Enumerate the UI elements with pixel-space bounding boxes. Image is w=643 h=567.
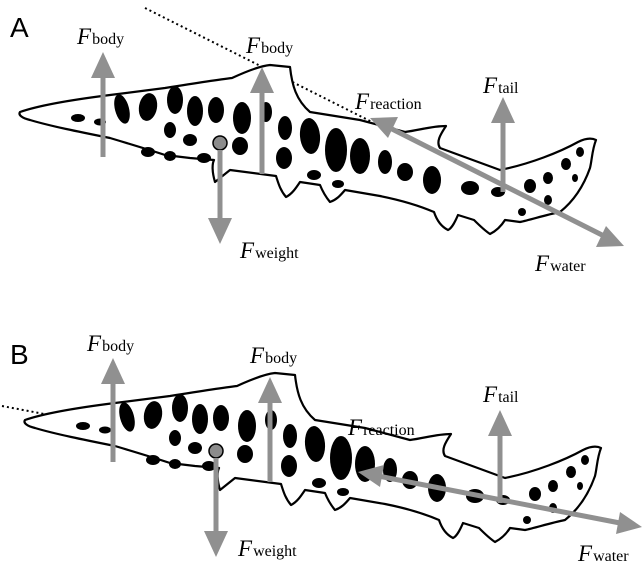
center-of-gravity-b [209, 444, 223, 458]
label-f-body-1: Fbody [76, 24, 124, 49]
svg-text:Fwater: Fwater [534, 251, 586, 276]
svg-text:Ftail: Ftail [482, 73, 519, 98]
label-f-reaction: Freaction [354, 89, 422, 114]
label-f-reaction: Freaction [347, 415, 415, 440]
svg-text:Fbody: Fbody [249, 343, 297, 368]
svg-text:Ftail: Ftail [482, 382, 519, 407]
svg-text:Freaction: Freaction [347, 415, 415, 440]
panel-letter-a: A [10, 12, 29, 43]
label-f-body-1: Fbody [86, 331, 134, 356]
svg-text:Fwater: Fwater [577, 541, 629, 566]
label-f-weight: Fweight [239, 238, 299, 263]
panel-b: B Fbody [2, 331, 642, 566]
label-f-tail: Ftail [482, 73, 519, 98]
label-f-weight: Fweight [237, 536, 297, 561]
svg-text:Fweight: Fweight [239, 238, 299, 263]
panel-a: A [10, 8, 624, 276]
label-f-body-2: Fbody [245, 33, 293, 58]
svg-text:Freaction: Freaction [354, 89, 422, 114]
label-f-tail: Ftail [482, 382, 519, 407]
label-f-water: Fwater [534, 251, 586, 276]
svg-text:Fbody: Fbody [245, 33, 293, 58]
svg-text:Fbody: Fbody [86, 331, 134, 356]
panel-letter-b: B [10, 339, 29, 370]
svg-text:Fbody: Fbody [76, 24, 124, 49]
label-f-body-2: Fbody [249, 343, 297, 368]
label-f-water: Fwater [577, 541, 629, 566]
center-of-gravity-a [213, 136, 227, 150]
svg-text:Fweight: Fweight [237, 536, 297, 561]
